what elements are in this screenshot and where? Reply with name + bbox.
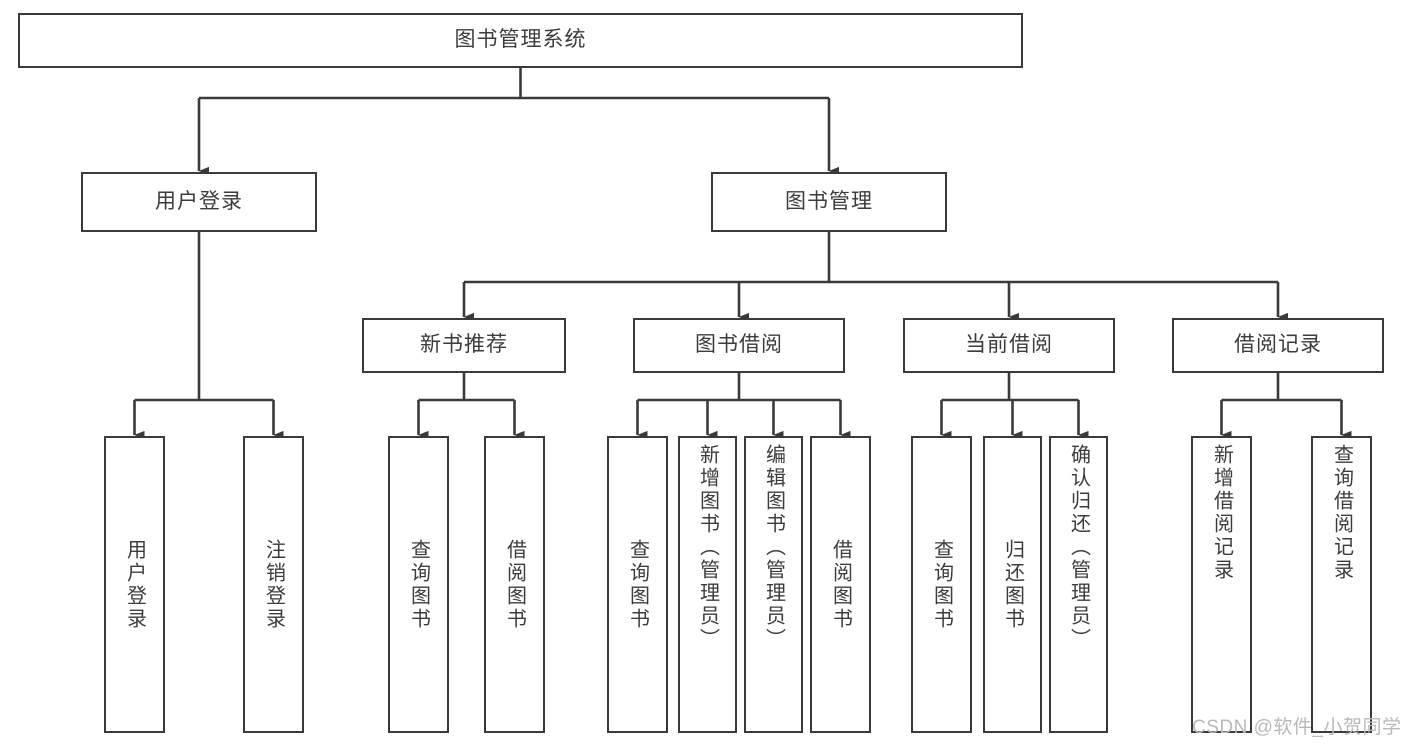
node-label: 新增图书（管理员）	[696, 444, 719, 651]
node-label: 图书管理	[785, 189, 873, 213]
node-root[interactable]: 图书管理系统	[18, 13, 1023, 68]
node-label: 归还图书	[1001, 538, 1024, 631]
node-label: 新增借阅记录	[1210, 444, 1233, 582]
node-user-login[interactable]: 用户登录	[81, 172, 317, 232]
node-new-book-rec[interactable]: 新书推荐	[362, 318, 566, 373]
node-label: 注销登录	[262, 538, 285, 631]
node-label: 查询图书	[626, 538, 649, 631]
node-leaf-query-book-1[interactable]: 查询图书	[388, 436, 449, 733]
node-label: 当前借阅	[965, 333, 1053, 357]
node-label: 借阅记录	[1234, 333, 1322, 357]
node-book-borrow[interactable]: 图书借阅	[633, 318, 845, 373]
node-leaf-user-logout[interactable]: 注销登录	[243, 436, 304, 733]
node-label: 编辑图书（管理员）	[762, 444, 785, 651]
node-current-borrow[interactable]: 当前借阅	[903, 318, 1115, 373]
node-leaf-query-book-3[interactable]: 查询图书	[911, 436, 972, 733]
node-leaf-borrow-book-2[interactable]: 借阅图书	[810, 436, 871, 733]
node-label: 新书推荐	[420, 333, 508, 357]
node-label: 查询图书	[407, 538, 430, 631]
node-leaf-borrow-book-1[interactable]: 借阅图书	[484, 436, 545, 733]
node-leaf-add-book[interactable]: 新增图书（管理员）	[678, 436, 737, 733]
node-leaf-query-book-2[interactable]: 查询图书	[607, 436, 668, 733]
node-label: 借阅图书	[503, 538, 526, 631]
node-leaf-edit-book[interactable]: 编辑图书（管理员）	[744, 436, 803, 733]
node-leaf-query-record[interactable]: 查询借阅记录	[1311, 436, 1372, 733]
node-leaf-user-login[interactable]: 用户登录	[104, 436, 165, 733]
node-label: 图书借阅	[695, 333, 783, 357]
node-leaf-return-book[interactable]: 归还图书	[983, 436, 1042, 733]
node-book-manage[interactable]: 图书管理	[711, 172, 947, 232]
node-label: 用户登录	[155, 189, 243, 213]
node-leaf-add-record[interactable]: 新增借阅记录	[1191, 436, 1252, 733]
node-label: 借阅图书	[829, 538, 852, 631]
node-leaf-confirm-return[interactable]: 确认归还（管理员）	[1049, 436, 1108, 733]
node-borrow-record[interactable]: 借阅记录	[1172, 318, 1384, 373]
node-label: 查询图书	[930, 538, 953, 631]
node-label: 确认归还（管理员）	[1067, 444, 1090, 651]
node-label: 用户登录	[123, 538, 146, 631]
node-label: 图书管理系统	[454, 28, 587, 52]
node-label: 查询借阅记录	[1330, 444, 1353, 582]
